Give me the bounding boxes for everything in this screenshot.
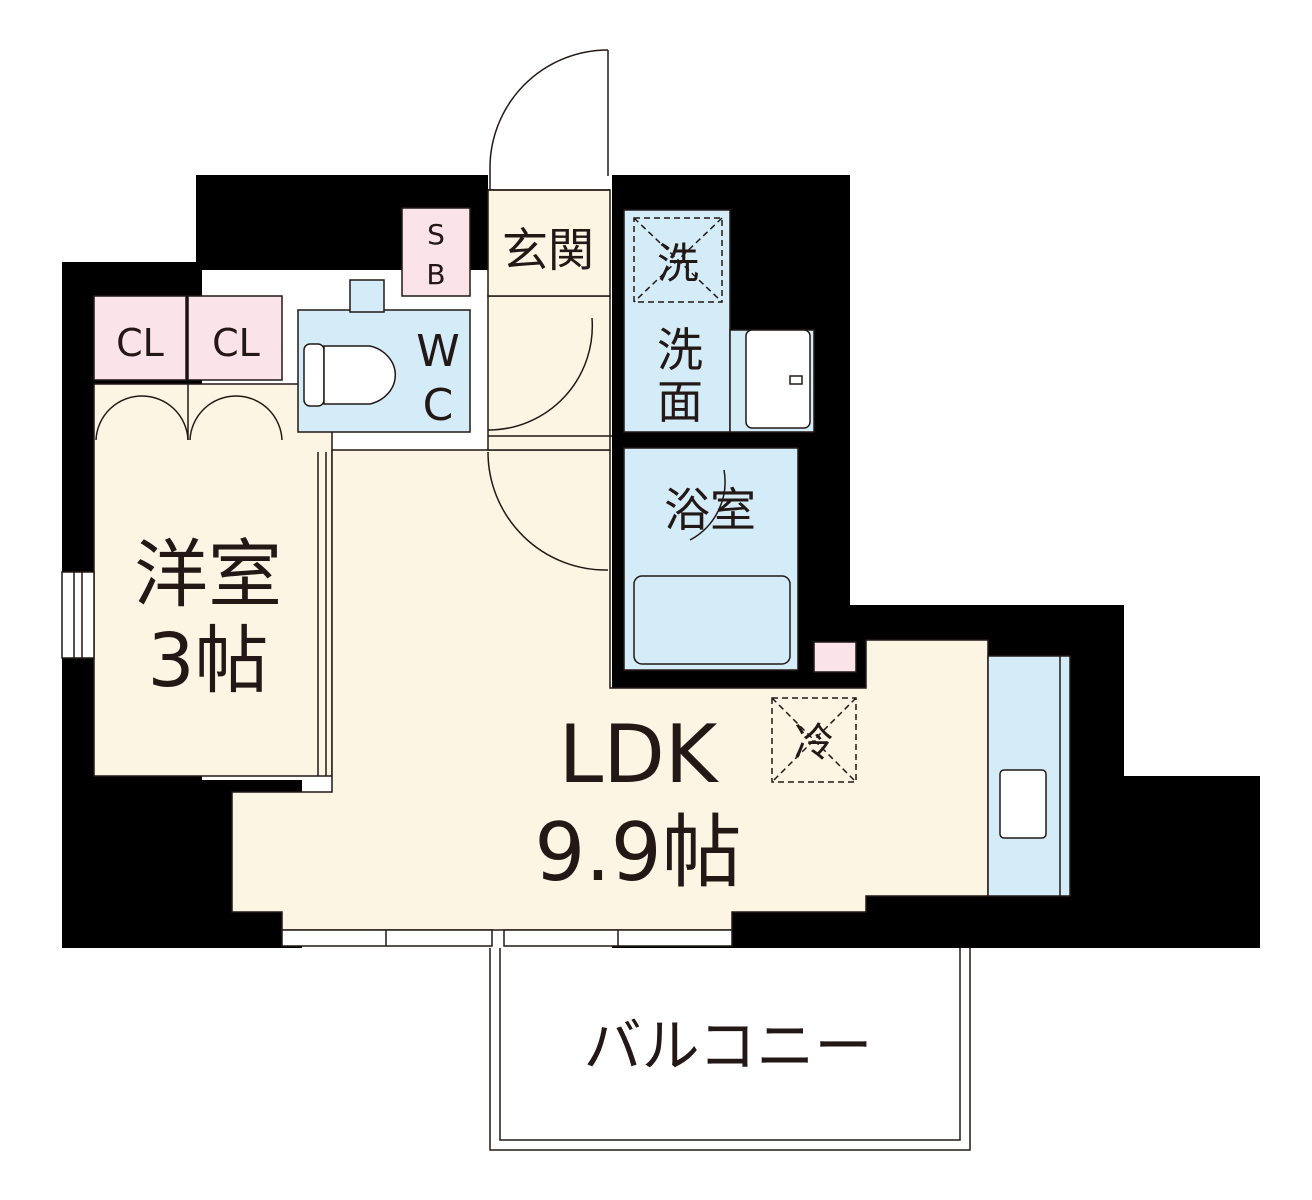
south-window-left (281, 929, 493, 947)
shoe-box-floor (401, 207, 471, 297)
balcony-rail (489, 948, 971, 1151)
balcony-label: バルコニー (584, 1012, 873, 1080)
bathroom-label: 浴室 (664, 483, 756, 537)
pipe-space (813, 641, 857, 673)
toilet-tank (303, 343, 325, 407)
washer-spot (633, 217, 723, 303)
fixtures (61, 49, 1061, 1151)
ldk-size: 9.9帖 (534, 806, 741, 899)
fridge-spot (771, 697, 857, 783)
ldk-name: LDK (559, 708, 720, 801)
toilet-label-c: C (423, 380, 454, 431)
west-window (61, 571, 95, 659)
closet-1-floor (93, 295, 187, 381)
closet-door-arc (95, 395, 143, 441)
shoe-box-label-b: B (426, 258, 445, 291)
bathtub (633, 575, 791, 665)
toilet-label-w: W (416, 326, 460, 377)
entrance-door-arc (489, 49, 609, 171)
washroom-label-2: 面 (657, 375, 703, 429)
shoe-box-label-s: S (427, 218, 445, 251)
entrance-floor (487, 189, 611, 297)
washroom-label-1: 洗 (657, 323, 703, 377)
washroom-floor (623, 209, 731, 433)
ldk-floor (231, 449, 989, 931)
toilet-bowl (323, 345, 396, 405)
hallway-door-arc (487, 317, 594, 431)
room-labels: 洋室 3帖 LDK 9.9帖 玄関 S B W C 洗 洗 面 浴室 CL CL… (116, 218, 872, 1080)
closet-2-floor (187, 295, 283, 381)
western-room-size: 3帖 (147, 618, 268, 704)
entrance-label: 玄関 (502, 223, 594, 277)
washer-label: 洗 (657, 239, 699, 288)
closet-2-label: CL (212, 321, 260, 365)
washbasin (745, 329, 811, 429)
western-room-name: 洋室 (134, 532, 282, 618)
hallway-floor (487, 295, 611, 451)
kitchen-sink (999, 769, 1047, 839)
western-room-floor (93, 383, 333, 777)
closet-1-label: CL (116, 321, 164, 365)
fridge-label: 冷 (794, 720, 834, 766)
